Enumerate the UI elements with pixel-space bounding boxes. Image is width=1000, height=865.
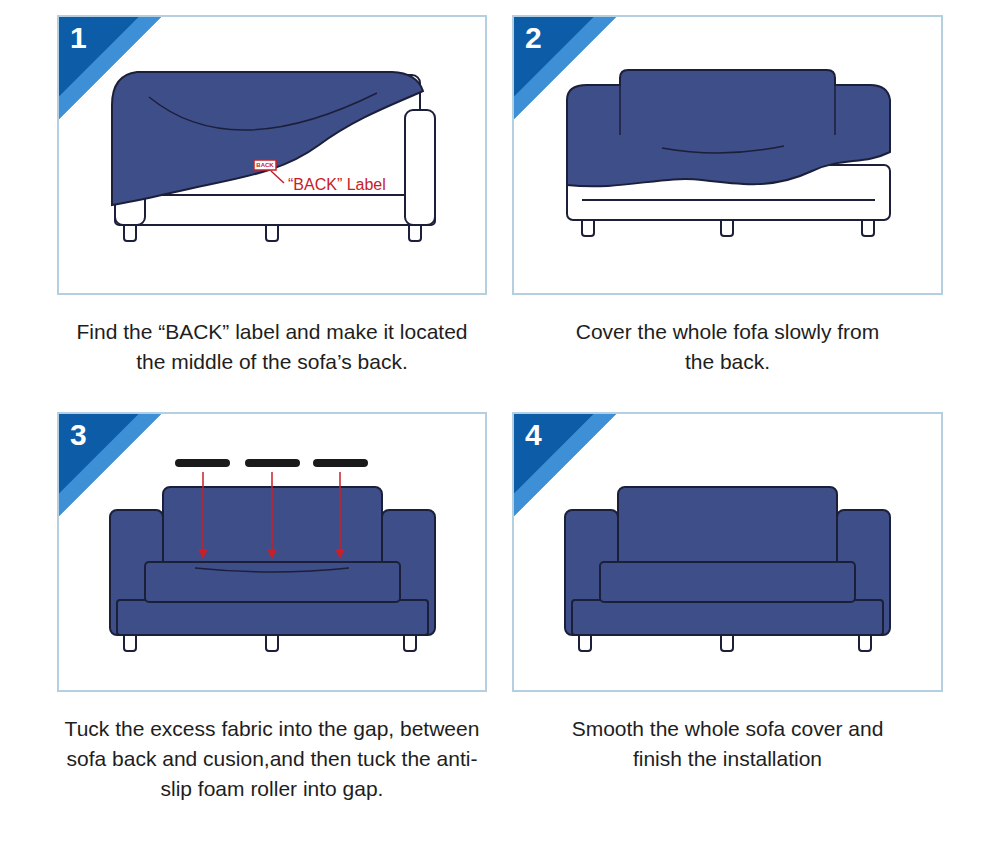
sofa-figure-1 <box>112 72 435 241</box>
step-number-badge: 4 <box>514 414 616 516</box>
step-caption: Cover the whole fofa slowly from the bac… <box>570 317 885 377</box>
tag-text: BACK <box>254 160 276 170</box>
step-number-badge: 2 <box>514 17 616 119</box>
step-panel: Find the “BACK” label and make it locate… <box>57 15 487 295</box>
badge-triangle <box>514 414 616 516</box>
badge-stripe <box>514 414 616 516</box>
callout-label: “BACK” Label <box>288 175 386 195</box>
badge-triangle <box>59 414 161 516</box>
badge-triangle <box>59 17 161 119</box>
step-caption: Find the “BACK” label and make it locate… <box>62 317 482 377</box>
step-caption: Smooth the whole sofa cover and finish t… <box>570 714 885 774</box>
sofa-figure-4 <box>565 487 890 651</box>
step-number: 3 <box>59 414 87 451</box>
badge-stripe <box>514 17 616 119</box>
badge-stripe <box>59 17 161 119</box>
step-number: 2 <box>514 17 542 54</box>
step-number: 1 <box>59 17 87 54</box>
step-panel: Tuck the excess fabric into the gap, bet… <box>57 412 487 692</box>
badge-stripe <box>59 414 161 516</box>
step-number-badge: 1 <box>59 17 161 119</box>
step-caption: Tuck the excess fabric into the gap, bet… <box>57 714 487 804</box>
step-panel: Smooth the whole sofa cover and finish t… <box>512 412 943 692</box>
step-number-badge: 3 <box>59 414 161 516</box>
step-number: 4 <box>514 414 542 451</box>
sofa-figure-3 <box>110 459 435 651</box>
step-panel: Cover the whole fofa slowly from the bac… <box>512 15 943 295</box>
badge-triangle <box>514 17 616 119</box>
sofa-figure-2 <box>567 70 890 236</box>
